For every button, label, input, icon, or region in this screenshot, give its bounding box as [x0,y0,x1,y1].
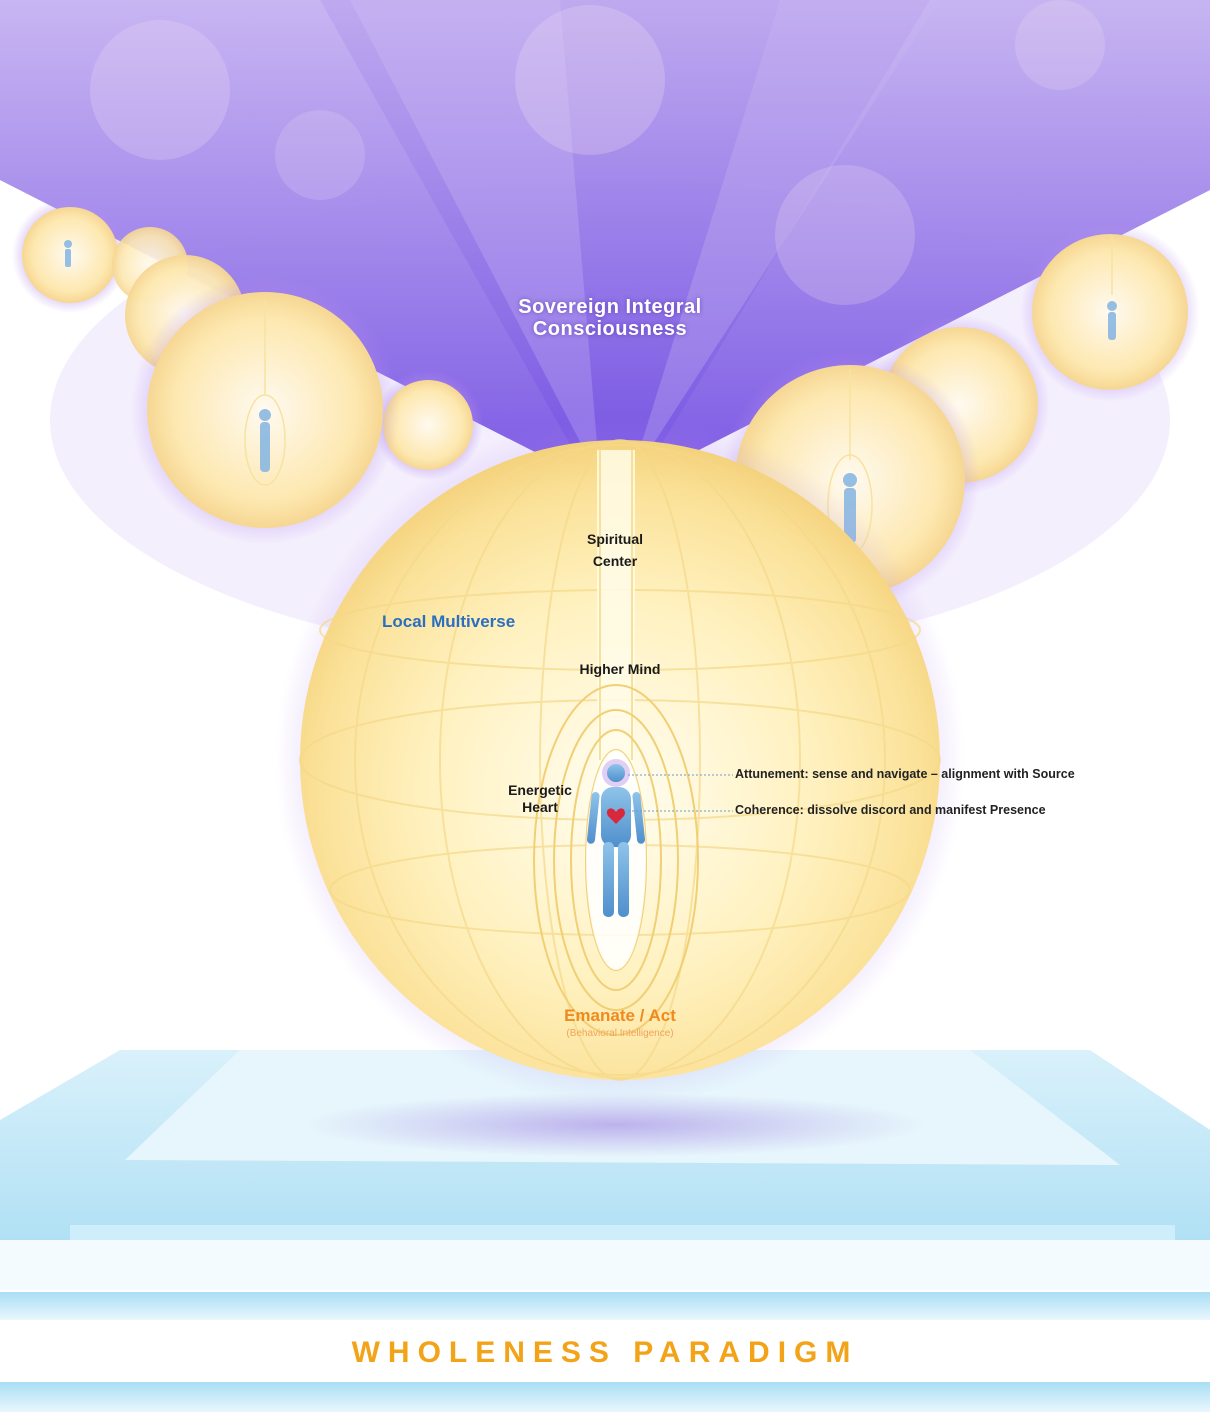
coherence-annotation: Coherence: dissolve discord and manifest… [735,803,1046,817]
behavioral-intelligence-label: (Behavioral Intelligence) [480,1028,760,1039]
local-multiverse-label: Local Multiverse [382,612,515,632]
paradigm-title: WHOLENESS PARADIGM [0,1336,1210,1370]
higher-mind-label: Higher Mind [540,658,700,680]
attunement-annotation: Attunement: sense and navigate – alignme… [735,767,1075,781]
spiritual-center-label: Spiritual Center [560,528,670,572]
energetic-heart-label: Energetic Heart [500,782,580,816]
sovereign-consciousness-label: Sovereign Integral Consciousness [440,296,780,340]
emanate-act-label: Emanate / Act [500,1006,740,1026]
